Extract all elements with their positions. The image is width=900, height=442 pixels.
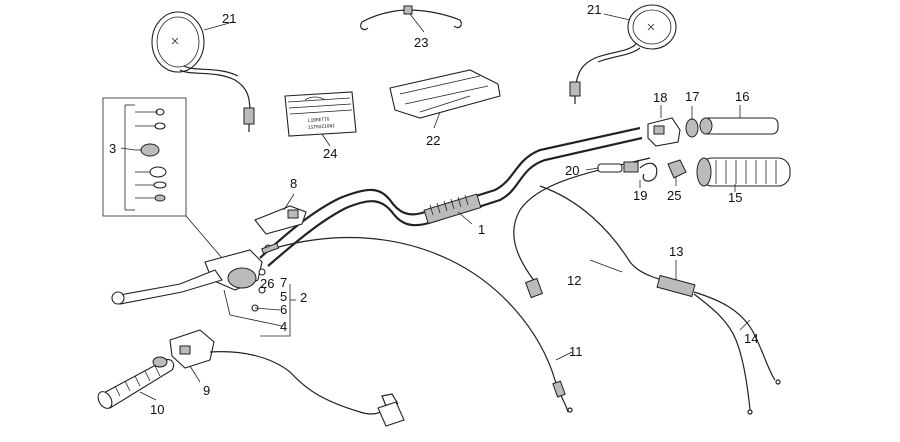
callout-6: 6 xyxy=(280,302,287,317)
part-26-bolt xyxy=(261,242,280,255)
callout-19: 19 xyxy=(633,188,647,203)
part-23-wire xyxy=(360,5,462,31)
booklet-line-2: ISTRUZIONI xyxy=(308,123,336,131)
callout-13: 13 xyxy=(669,244,683,259)
right-mirror xyxy=(569,4,677,104)
callout-21-left: 21 xyxy=(222,11,236,26)
booklet-line-1: LIBRETTO xyxy=(308,116,330,124)
callout-3: 3 xyxy=(109,141,116,156)
callout-17: 17 xyxy=(685,89,699,104)
callout-23: 23 xyxy=(414,35,428,50)
part-19-spring xyxy=(639,162,658,182)
leader-lines xyxy=(120,13,751,401)
cable-12 xyxy=(513,157,681,299)
callout-7: 7 xyxy=(280,275,287,290)
callout-24: 24 xyxy=(323,146,337,161)
callout-20: 20 xyxy=(565,163,579,178)
throttle-cables xyxy=(656,274,781,415)
callout-22: 22 xyxy=(426,133,440,148)
part-10-left-grip xyxy=(97,356,175,409)
callout-18: 18 xyxy=(653,90,667,105)
part-25-clip xyxy=(667,159,687,179)
part-17-flange xyxy=(685,118,699,138)
part-16-throttle-sleeve xyxy=(699,117,779,135)
callout-5: 5 xyxy=(280,289,287,304)
cable-11 xyxy=(274,237,573,413)
callout-9: 9 xyxy=(203,383,210,398)
callout-26: 26 xyxy=(260,276,274,291)
callout-8: 8 xyxy=(290,176,297,191)
callout-1: 1 xyxy=(478,222,485,237)
handlebar xyxy=(259,126,643,267)
callout-14: 14 xyxy=(744,331,758,346)
callout-15: 15 xyxy=(728,190,742,205)
part-9-switch-housing xyxy=(169,329,405,427)
callout-2: 2 xyxy=(300,290,307,305)
part-18-throttle-housing xyxy=(647,117,681,147)
callout-16: 16 xyxy=(735,89,749,104)
callout-12: 12 xyxy=(567,273,581,288)
part-24-booklet xyxy=(284,91,357,137)
part-8-switch xyxy=(254,205,307,235)
callout-10: 10 xyxy=(150,402,164,417)
left-mirror xyxy=(151,11,255,132)
callout-21-right: 21 xyxy=(587,2,601,17)
callout-4: 4 xyxy=(280,319,287,334)
part-20-sleeve xyxy=(597,161,639,173)
part-15-right-grip xyxy=(696,157,791,187)
callout-25: 25 xyxy=(667,188,681,203)
part-22-pouch xyxy=(389,69,501,119)
callout-11: 11 xyxy=(569,344,583,359)
